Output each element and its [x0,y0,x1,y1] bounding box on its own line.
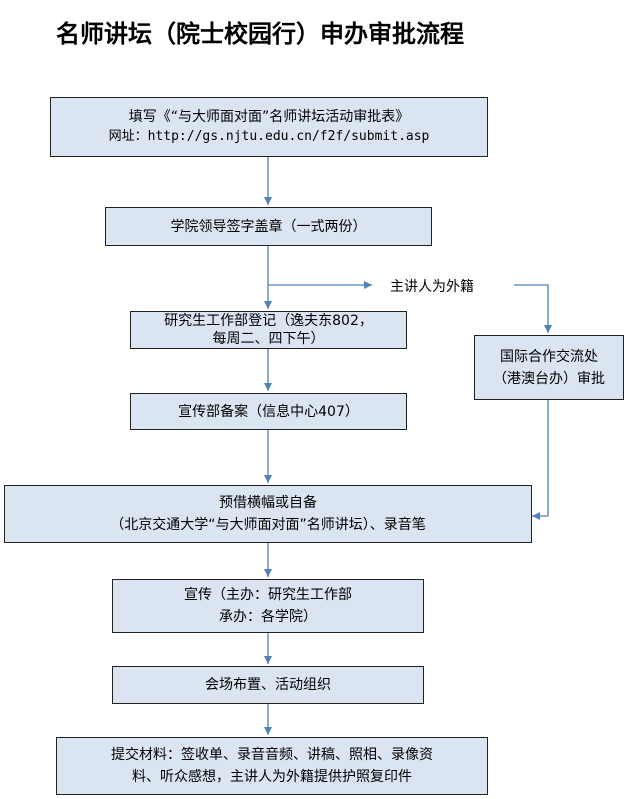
page-title: 名师讲坛（院士校园行）申办审批流程 [56,20,464,48]
step-venue: 会场布置、活动组织 [112,666,424,704]
step-record-text: 宣传部备案（信息中心407） [178,403,359,420]
step-intl-office-line1: 国际合作交流处 [500,348,598,365]
step-fill-form: 填写《“与大师面对面”名师讲坛活动审批表》 网址：http://gs.njtu.… [50,97,488,157]
step-college-sign: 学院领导签字盖章（一式两份） [105,207,432,246]
step-fill-form-url: 网址：http://gs.njtu.edu.cn/f2f/submit.asp [108,129,430,144]
step-intl-office: 国际合作交流处 （港澳台办）审批 [474,335,624,400]
arrow-branch-to-intl [514,284,552,333]
step-submit-materials-line2: 料、听众感想，主讲人为外籍提供护照复印件 [132,769,412,785]
arrow-intl-to-banner [532,400,549,520]
branch-label-foreign-speaker: 主讲人为外籍 [390,279,474,295]
step-submit-materials-line1: 提交材料：签收单、录音音频、讲稿、照相、录像资 [111,747,433,763]
step-publicity-line2: 承办：各学院） [219,609,317,625]
step-register: 研究生工作部登记（逸夫东802， 每周二、四下午） [130,311,407,349]
step-publicity-line1: 宣传（主办：研究生工作部 [184,587,352,603]
step-register-line1: 研究生工作部登记（逸夫东802， [164,313,373,329]
step-register-line2: 每周二、四下午） [212,331,325,347]
step-banner-line1: 预借横幅或自备 [219,495,317,511]
step-banner: 预借横幅或自备 （北京交通大学“与大师面对面”名师讲坛）、录音笔 [4,485,532,543]
step-college-sign-text: 学院领导签字盖章（一式两份） [170,218,367,235]
step-venue-text: 会场布置、活动组织 [205,677,331,693]
step-submit-materials: 提交材料：签收单、录音音频、讲稿、照相、录像资 料、听众感想，主讲人为外籍提供护… [56,737,488,795]
step-intl-office-line2: （港澳台办）审批 [493,370,605,387]
step-fill-form-title: 填写《“与大师面对面”名师讲坛活动审批表》 [128,109,410,125]
step-record: 宣传部备案（信息中心407） [130,393,407,430]
step-banner-line2: （北京交通大学“与大师面对面”名师讲坛）、录音笔 [110,517,426,533]
step-publicity: 宣传（主办：研究生工作部 承办：各学院） [112,579,424,633]
